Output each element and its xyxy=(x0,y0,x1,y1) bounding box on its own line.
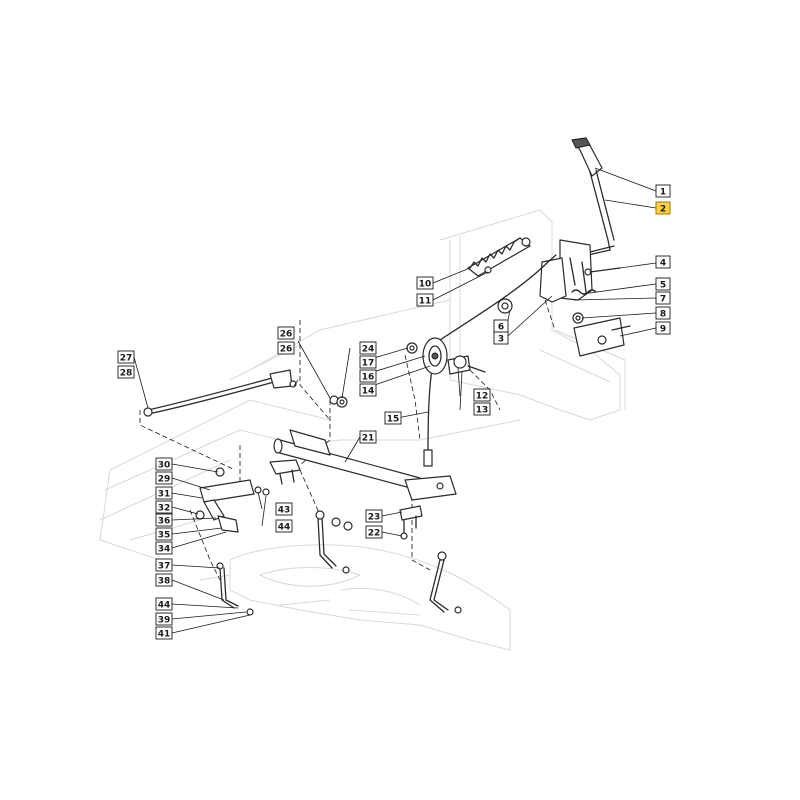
svg-text:5: 5 xyxy=(660,281,666,291)
callout-28: 28 xyxy=(117,365,135,379)
svg-text:31: 31 xyxy=(158,490,171,500)
svg-text:14: 14 xyxy=(362,387,375,397)
callout-30: 30 xyxy=(155,457,173,471)
callout-3: 3 xyxy=(493,331,509,345)
svg-text:6: 6 xyxy=(498,323,504,333)
svg-text:44: 44 xyxy=(278,523,291,533)
svg-text:10: 10 xyxy=(419,280,432,290)
callout-14: 14 xyxy=(359,383,377,397)
callout-8: 8 xyxy=(655,306,671,320)
svg-text:2: 2 xyxy=(660,205,666,215)
callout-38: 38 xyxy=(155,573,173,587)
svg-text:24: 24 xyxy=(362,345,375,355)
callout-9: 9 xyxy=(655,321,671,335)
callout-7: 7 xyxy=(655,291,671,305)
svg-text:11: 11 xyxy=(419,297,432,307)
callout-16: 16 xyxy=(359,369,377,383)
callout-32: 32 xyxy=(155,500,173,514)
svg-text:16: 16 xyxy=(362,373,375,383)
callout-2: 2 xyxy=(655,201,671,215)
callout-4: 4 xyxy=(655,255,671,269)
callout-10: 10 xyxy=(416,276,434,290)
svg-text:39: 39 xyxy=(158,616,171,626)
callout-26-a: 26 xyxy=(277,326,295,340)
callout-39: 39 xyxy=(155,612,173,626)
nuts-group xyxy=(329,395,348,408)
callout-43: 43 xyxy=(275,502,293,516)
svg-text:7: 7 xyxy=(660,295,666,305)
svg-text:43: 43 xyxy=(278,506,291,516)
svg-text:34: 34 xyxy=(158,545,171,555)
svg-text:8: 8 xyxy=(660,310,666,320)
callout-1: 1 xyxy=(655,184,671,198)
svg-text:35: 35 xyxy=(158,531,171,541)
callout-13: 13 xyxy=(473,402,491,416)
svg-text:9: 9 xyxy=(660,325,666,335)
callout-27: 27 xyxy=(117,350,135,364)
svg-text:32: 32 xyxy=(158,504,171,514)
svg-text:36: 36 xyxy=(158,517,171,527)
callout-44-b: 44 xyxy=(155,597,173,611)
cam-wheel xyxy=(406,337,486,375)
callout-34: 34 xyxy=(155,541,173,555)
callout-22: 22 xyxy=(365,525,383,539)
svg-text:4: 4 xyxy=(660,259,666,269)
svg-text:38: 38 xyxy=(158,577,171,587)
callouts: 1 2 4 5 7 8 9 6 3 10 11 26 26 24 17 16 1… xyxy=(117,184,671,640)
callout-6: 6 xyxy=(493,319,509,333)
callout-12: 12 xyxy=(473,388,491,402)
lower-rods xyxy=(216,510,462,616)
svg-text:13: 13 xyxy=(476,406,489,416)
svg-text:26: 26 xyxy=(280,345,293,355)
svg-text:15: 15 xyxy=(387,415,400,425)
callout-24: 24 xyxy=(359,341,377,355)
callout-35: 35 xyxy=(155,527,173,541)
svg-text:27: 27 xyxy=(120,354,133,364)
callout-5: 5 xyxy=(655,277,671,291)
svg-text:3: 3 xyxy=(498,335,504,345)
lever-small-parts xyxy=(497,289,631,357)
left-bracket xyxy=(195,459,301,533)
svg-text:12: 12 xyxy=(476,392,489,402)
callout-17: 17 xyxy=(359,355,377,369)
svg-text:41: 41 xyxy=(158,630,171,640)
callout-36: 36 xyxy=(155,513,173,527)
svg-text:17: 17 xyxy=(362,359,375,369)
callout-11: 11 xyxy=(416,293,434,307)
svg-text:22: 22 xyxy=(368,529,381,539)
svg-text:23: 23 xyxy=(368,513,381,523)
cross-shaft xyxy=(273,429,457,501)
svg-text:44: 44 xyxy=(158,601,171,611)
svg-text:21: 21 xyxy=(362,434,375,444)
chassis-outline xyxy=(99,209,626,651)
callout-31: 31 xyxy=(155,486,173,500)
svg-text:26: 26 xyxy=(280,330,293,340)
callout-23: 23 xyxy=(365,509,383,523)
svg-text:1: 1 xyxy=(660,188,666,198)
leader-lines xyxy=(133,167,657,634)
notched-sector xyxy=(467,237,531,277)
callout-21: 21 xyxy=(359,430,377,444)
left-rod xyxy=(143,369,297,417)
callout-15: 15 xyxy=(384,411,402,425)
svg-text:37: 37 xyxy=(158,562,171,572)
svg-text:29: 29 xyxy=(158,475,171,485)
lever-bracket xyxy=(539,239,621,303)
callout-29: 29 xyxy=(155,471,173,485)
svg-text:28: 28 xyxy=(120,369,133,379)
svg-text:30: 30 xyxy=(158,461,171,471)
callout-41: 41 xyxy=(155,626,173,640)
callout-37: 37 xyxy=(155,558,173,572)
center-links xyxy=(399,505,423,540)
callout-26-b: 26 xyxy=(277,341,295,355)
callout-44-a: 44 xyxy=(275,519,293,533)
